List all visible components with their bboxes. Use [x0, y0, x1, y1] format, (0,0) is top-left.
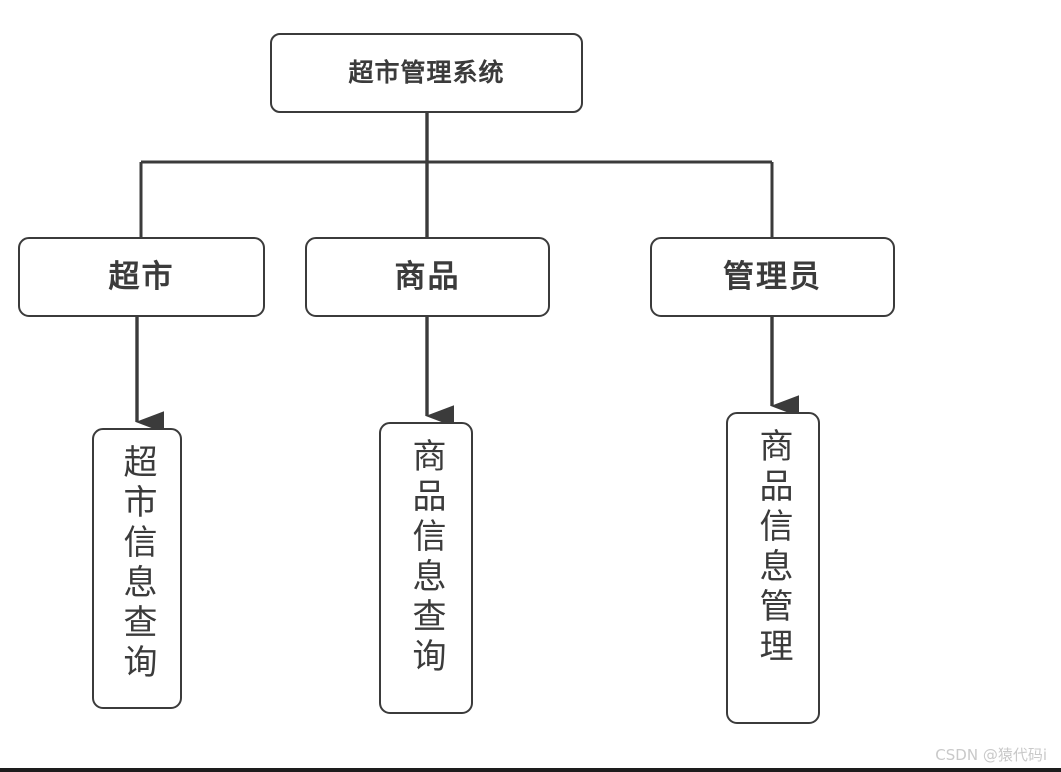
node-goods-info-query-label: 商品信息查询	[406, 438, 446, 678]
node-root[interactable]: 超市管理系统	[270, 33, 583, 113]
watermark: CSDN @猿代码i	[935, 746, 1047, 764]
bottom-divider	[0, 768, 1061, 772]
node-supermarket[interactable]: 超市	[18, 237, 265, 317]
node-supermarket-info-query-label: 超市信息查询	[117, 444, 157, 684]
node-goods[interactable]: 商品	[305, 237, 550, 317]
node-admin-label: 管理员	[723, 258, 822, 295]
node-goods-info-manage-label: 商品信息管理	[753, 428, 793, 668]
node-goods-info-query[interactable]: 商品信息查询	[379, 422, 473, 714]
node-supermarket-label: 超市	[108, 258, 175, 295]
node-supermarket-info-query[interactable]: 超市信息查询	[92, 428, 182, 709]
node-root-label: 超市管理系统	[348, 57, 505, 87]
node-goods-info-manage[interactable]: 商品信息管理	[726, 412, 820, 724]
node-admin[interactable]: 管理员	[650, 237, 895, 317]
node-goods-label: 商品	[394, 258, 461, 295]
